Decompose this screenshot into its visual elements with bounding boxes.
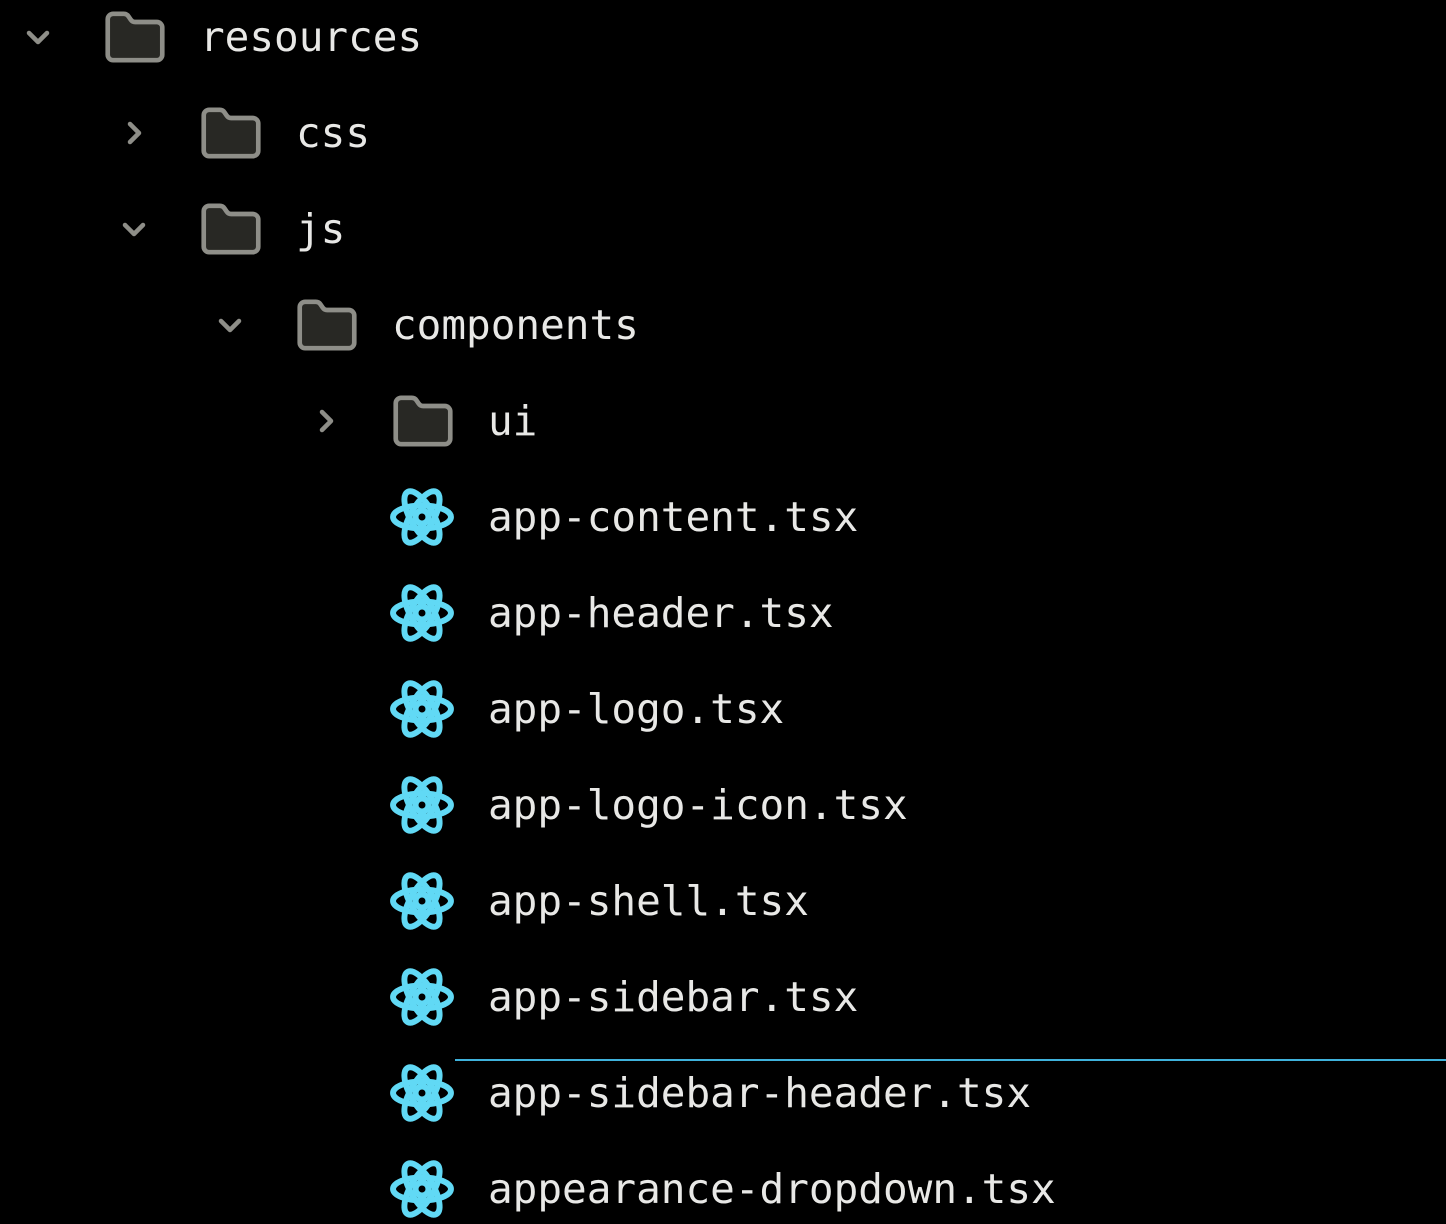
tree-item-label: app-content.tsx (488, 493, 859, 541)
react-icon (390, 772, 488, 838)
react-icon (390, 964, 488, 1030)
react-icon (390, 868, 488, 934)
tree-item-label: app-sidebar-header.tsx (488, 1069, 1032, 1117)
tree-item-label: app-sidebar.tsx (488, 973, 859, 1021)
tree-item-label: app-header.tsx (488, 589, 834, 637)
tree-item-label: app-logo.tsx (488, 685, 785, 733)
tree-item-appearance-dropdown-tsx[interactable]: appearance-dropdown.tsx (0, 1141, 1446, 1224)
react-icon (390, 484, 488, 550)
tree-item-app-content-tsx[interactable]: app-content.tsx (0, 469, 1446, 565)
chevron-right-icon[interactable] (310, 405, 393, 437)
chevron-down-icon[interactable] (118, 213, 201, 245)
tree-item-label: ui (488, 397, 538, 445)
chevron-right-icon[interactable] (118, 117, 201, 149)
react-icon (390, 1060, 488, 1126)
folder-icon (393, 395, 488, 447)
tree-item-resources[interactable]: resources (0, 0, 1446, 85)
tree-item-app-sidebar-header-tsx[interactable]: app-sidebar-header.tsx (0, 1045, 1446, 1141)
tree-item-app-logo-icon-tsx[interactable]: app-logo-icon.tsx (0, 757, 1446, 853)
tree-item-app-shell-tsx[interactable]: app-shell.tsx (0, 853, 1446, 949)
tree-item-app-logo-tsx[interactable]: app-logo.tsx (0, 661, 1446, 757)
tree-item-label: app-logo-icon.tsx (488, 781, 908, 829)
tree-item-components[interactable]: components (0, 277, 1446, 373)
tree-item-label: app-shell.tsx (488, 877, 809, 925)
react-icon (390, 676, 488, 742)
react-icon (390, 580, 488, 646)
tree-item-label: appearance-dropdown.tsx (488, 1165, 1056, 1213)
tree-item-js[interactable]: js (0, 181, 1446, 277)
tree-item-app-sidebar-tsx[interactable]: app-sidebar.tsx (0, 949, 1446, 1045)
folder-icon (105, 11, 200, 63)
tree-item-app-header-tsx[interactable]: app-header.tsx (0, 565, 1446, 661)
chevron-down-icon[interactable] (22, 21, 105, 53)
tree-item-label: js (296, 205, 346, 253)
tree-item-css[interactable]: css (0, 85, 1446, 181)
tree-item-label: components (392, 301, 639, 349)
react-icon (390, 1156, 488, 1222)
chevron-down-icon[interactable] (214, 309, 297, 341)
tree-item-label: css (296, 109, 371, 157)
folder-icon (201, 107, 296, 159)
tree-item-ui[interactable]: ui (0, 373, 1446, 469)
folder-icon (201, 203, 296, 255)
tree-item-label: resources (200, 13, 423, 61)
folder-icon (297, 299, 392, 351)
